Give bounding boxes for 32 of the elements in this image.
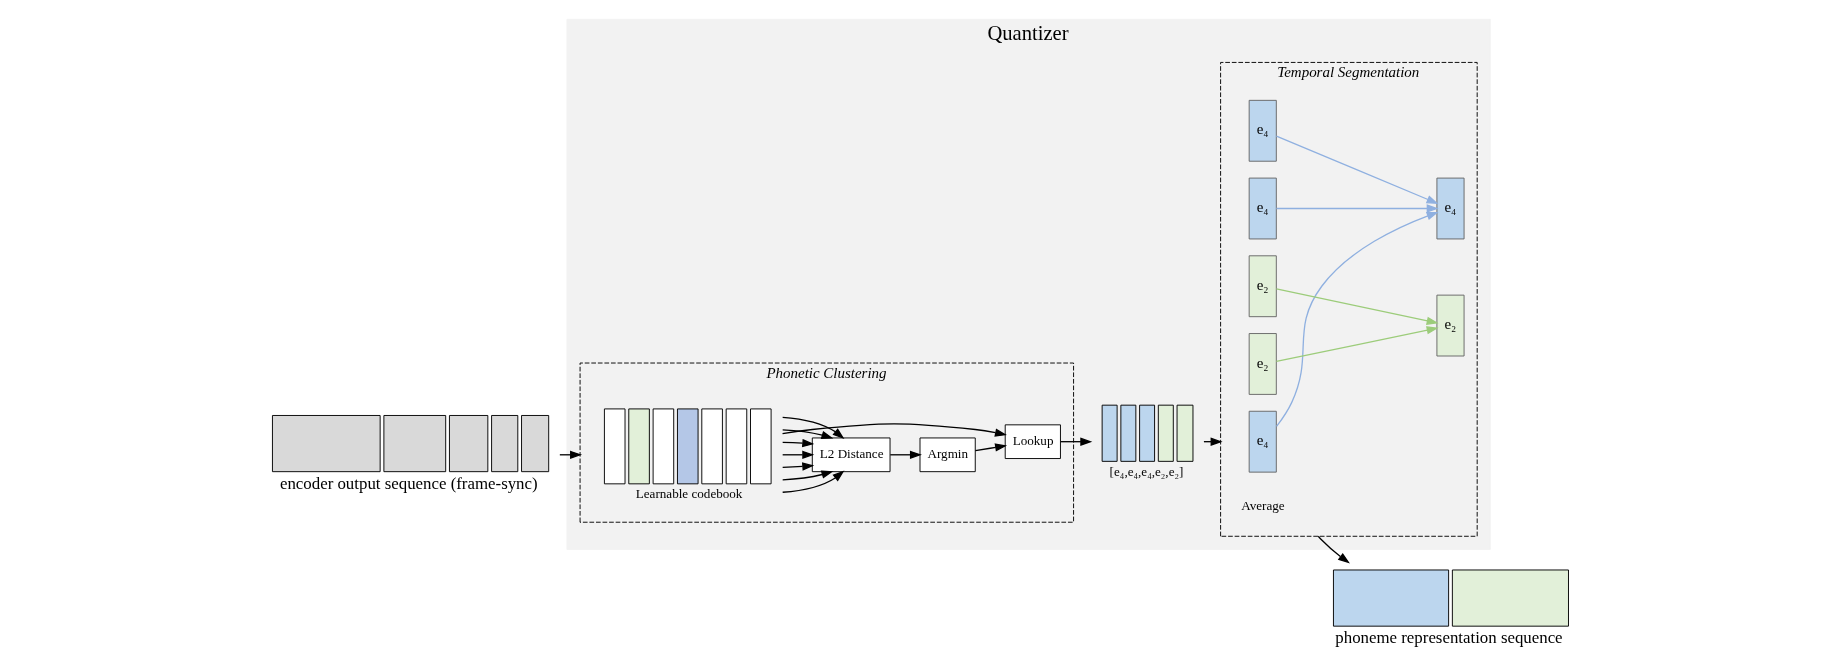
arrow	[781, 416, 844, 440]
node-box: Argmin	[919, 437, 976, 473]
node-box: e₂	[1248, 255, 1277, 318]
arrow	[889, 450, 922, 459]
arrow	[974, 443, 1007, 452]
node-box: L2 Distance	[811, 437, 890, 473]
node-box: e₂	[1248, 333, 1277, 395]
arrow	[781, 470, 833, 481]
arrow	[1275, 288, 1439, 325]
node-label: phoneme representation sequence	[1334, 628, 1563, 648]
arrow	[781, 423, 1007, 437]
node-box: e₂	[1435, 294, 1465, 357]
node-box: e₄	[1248, 177, 1277, 240]
arrow	[1275, 326, 1439, 362]
label: Average	[1240, 497, 1285, 513]
arrow	[1059, 437, 1092, 446]
arrow	[781, 450, 814, 459]
arrow	[1275, 211, 1439, 428]
arrow	[1275, 135, 1438, 204]
arrow	[1317, 535, 1350, 564]
node-label: [e₄,e₄,e₄,e₂,e₂]	[1109, 463, 1183, 479]
arrow	[781, 462, 814, 471]
node-box: e₄	[1248, 99, 1277, 162]
node-box: Lookup	[1004, 424, 1061, 460]
arrow	[781, 470, 844, 493]
arrow	[781, 438, 814, 448]
node-label: encoder output sequence (frame-sync)	[279, 473, 538, 493]
node-box: e₄	[1435, 177, 1465, 240]
arrow	[1275, 204, 1439, 213]
arrow	[781, 429, 833, 440]
node-box: e₄	[1248, 410, 1277, 473]
node-label: Learnable codebook	[635, 486, 742, 502]
